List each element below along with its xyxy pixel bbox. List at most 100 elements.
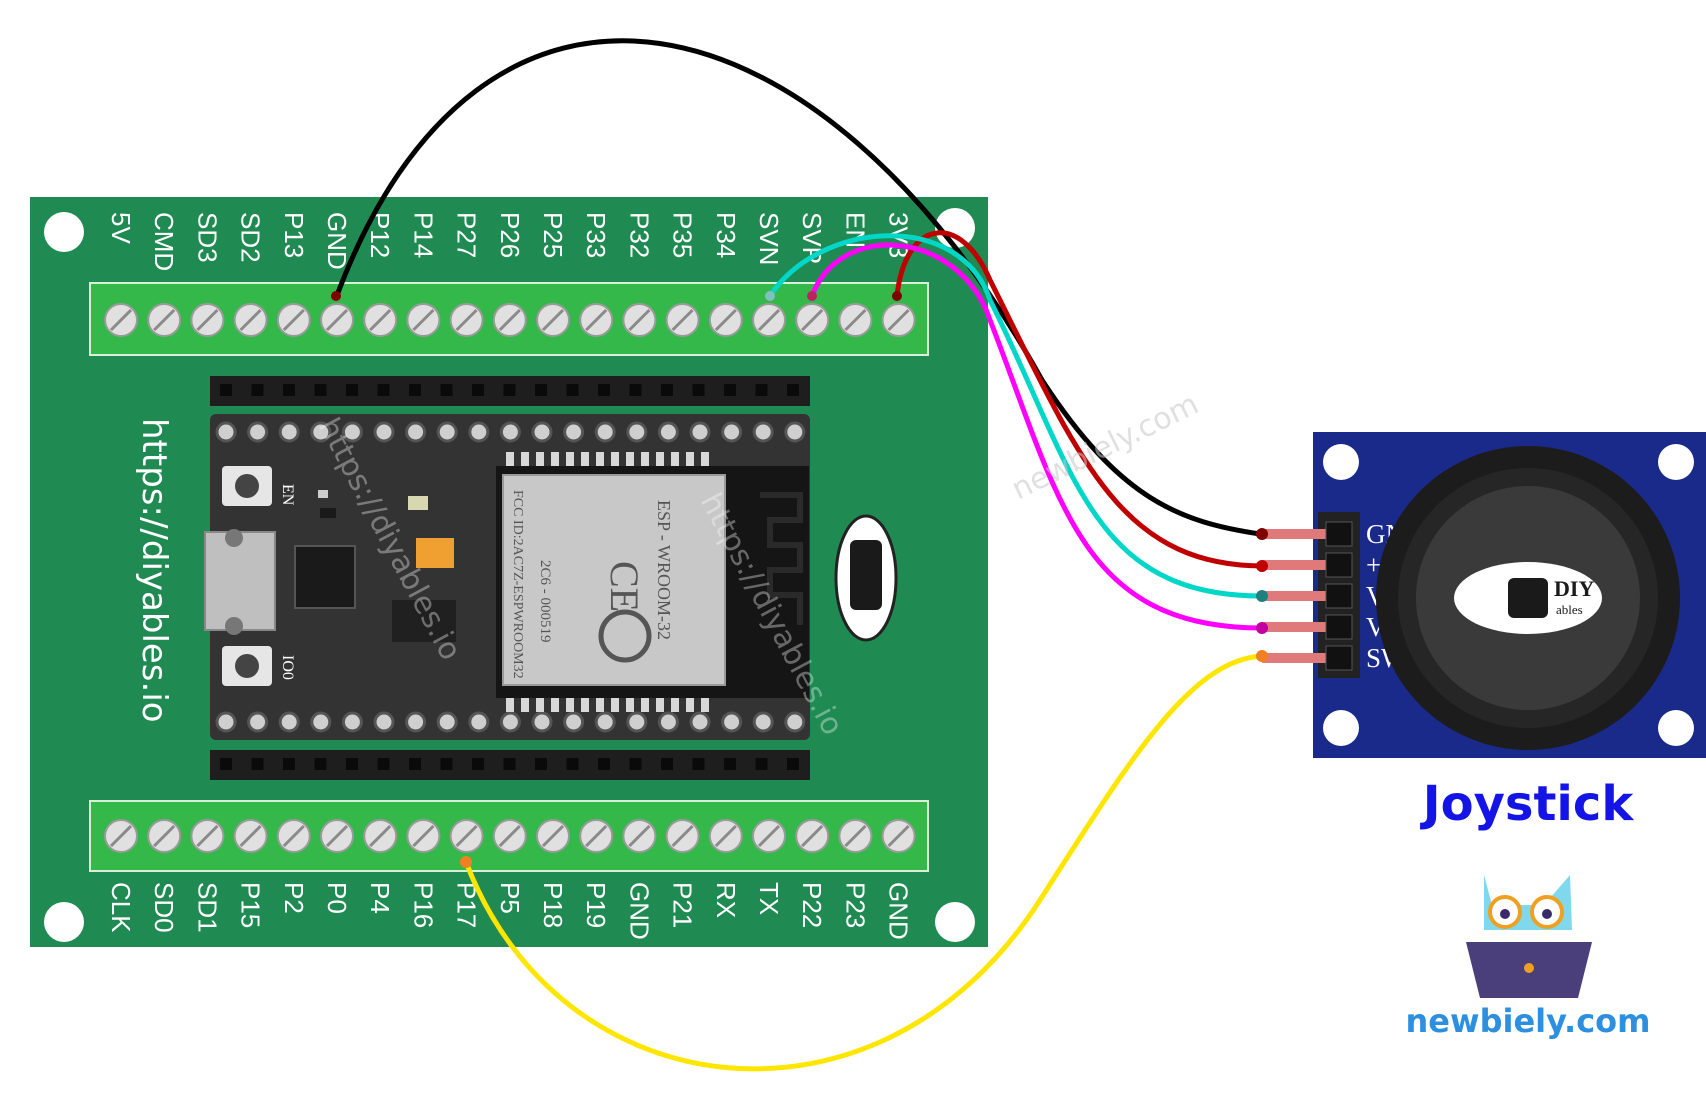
- header-hole: [283, 758, 295, 770]
- header-hole: [692, 384, 705, 396]
- joystick-pin: [1262, 591, 1330, 601]
- devkit-pin: [468, 711, 490, 733]
- joystick-pin-socket: [1325, 521, 1353, 547]
- header-hole: [220, 758, 232, 770]
- devkit-pin: [310, 711, 332, 733]
- devkit-pin: [784, 421, 806, 443]
- pin-label-bottom: GND: [624, 882, 654, 940]
- module-pad: [671, 452, 679, 466]
- screw-slot: [153, 824, 176, 848]
- screw-slot: [109, 308, 133, 332]
- screw-slot: [412, 824, 435, 848]
- header-hole: [598, 384, 610, 396]
- devkit-pin: [626, 711, 648, 733]
- module-pad: [536, 698, 544, 712]
- wire-end: [331, 291, 341, 301]
- header-hole: [503, 758, 516, 770]
- wire-end: [1256, 528, 1268, 540]
- screw-slot: [887, 824, 910, 848]
- pin-label-top: P33: [581, 212, 611, 258]
- devkit-pin: [436, 711, 458, 733]
- header-hole: [503, 384, 516, 396]
- module-pad: [596, 698, 604, 712]
- header-hole: [724, 384, 736, 396]
- mount-hole: [1323, 710, 1359, 746]
- pin-label-top: P32: [624, 212, 654, 258]
- wroom-id: 2C6 - 000519: [537, 560, 553, 643]
- devkit-pin: [215, 711, 237, 733]
- pin-label-top: SD3: [192, 212, 222, 263]
- pin-label-bottom: P16: [408, 882, 438, 928]
- module-pad: [611, 698, 619, 712]
- devkit-pin: [341, 711, 363, 733]
- antenna-trace: [760, 492, 803, 625]
- pin-label-top: P26: [495, 212, 525, 258]
- module-pad: [551, 452, 559, 466]
- devkit-pin: [215, 421, 237, 443]
- header-hole: [724, 758, 736, 770]
- devkit-pin: [689, 421, 711, 443]
- devkit-pin: [247, 421, 269, 443]
- joystick-pin-socket: [1325, 645, 1353, 671]
- header-hole: [661, 384, 673, 396]
- pin-label-top: CMD: [149, 212, 179, 271]
- devkit-pin: [689, 711, 711, 733]
- screw-slot: [671, 824, 694, 848]
- wire-end: [460, 856, 472, 868]
- joystick-logo-sub: ables: [1556, 602, 1583, 617]
- joystick-pin: [1262, 560, 1330, 570]
- brand-site: newbiely.com: [1406, 1002, 1651, 1040]
- screw-slot: [282, 824, 305, 848]
- module-pad: [641, 698, 649, 712]
- usb-connector: [204, 531, 276, 631]
- pin-label-top: P27: [452, 212, 482, 258]
- laptop-dot: [1524, 963, 1534, 973]
- header-hole: [377, 758, 390, 770]
- screw-slot: [455, 308, 478, 332]
- pin-label-bottom: SD0: [149, 882, 179, 933]
- module-pad: [701, 452, 709, 466]
- header-hole: [440, 758, 453, 770]
- screw-slot: [196, 308, 219, 332]
- header-hole: [440, 384, 453, 396]
- wire-end: [1256, 622, 1268, 634]
- joystick-logo-text: DIY: [1554, 576, 1594, 601]
- pin-label-bottom: SD1: [192, 882, 222, 933]
- module-pad: [506, 452, 514, 466]
- module-pad: [701, 698, 709, 712]
- pin-label-bottom: P4: [365, 882, 395, 914]
- owl-pupil: [1542, 909, 1552, 919]
- mount-hole: [44, 902, 84, 942]
- module-pad: [611, 452, 619, 466]
- module-pad: [536, 452, 544, 466]
- joystick-pin: [1262, 529, 1330, 539]
- io0-label: IO0: [279, 655, 296, 680]
- screw-slot: [801, 824, 824, 848]
- screw-slot: [369, 308, 392, 332]
- board-logo-mark: [850, 540, 882, 610]
- wroom-fcc: FCC ID:2AC7Z-ESPWROOM32: [510, 490, 525, 679]
- screw-slot: [585, 308, 608, 332]
- header-hole: [220, 384, 232, 396]
- devkit-pin: [784, 711, 806, 733]
- header-hole: [377, 384, 390, 396]
- screw-slot: [844, 308, 867, 332]
- header-hole: [472, 384, 484, 396]
- header-hole: [598, 758, 610, 770]
- pin-label-bottom: P5: [495, 882, 525, 914]
- joystick-module: GND+5VVRXVRYSW DIY ables: [1262, 432, 1706, 758]
- screw-slot: [628, 308, 651, 332]
- devkit-pin: [531, 421, 553, 443]
- devkit-pin: [752, 711, 774, 733]
- header-hole: [566, 758, 579, 770]
- screw-slot: [714, 824, 737, 848]
- module-pad: [686, 452, 694, 466]
- screw-slot: [239, 308, 262, 332]
- devkit-pin: [499, 711, 521, 733]
- devkit-pin: [752, 421, 774, 443]
- devkit-pin: [499, 421, 521, 443]
- mount-hole: [1323, 444, 1359, 480]
- devkit-pin: [373, 711, 395, 733]
- joystick-pin-socket: [1325, 552, 1353, 578]
- newbiely-logo: newbiely.com: [1406, 875, 1651, 1040]
